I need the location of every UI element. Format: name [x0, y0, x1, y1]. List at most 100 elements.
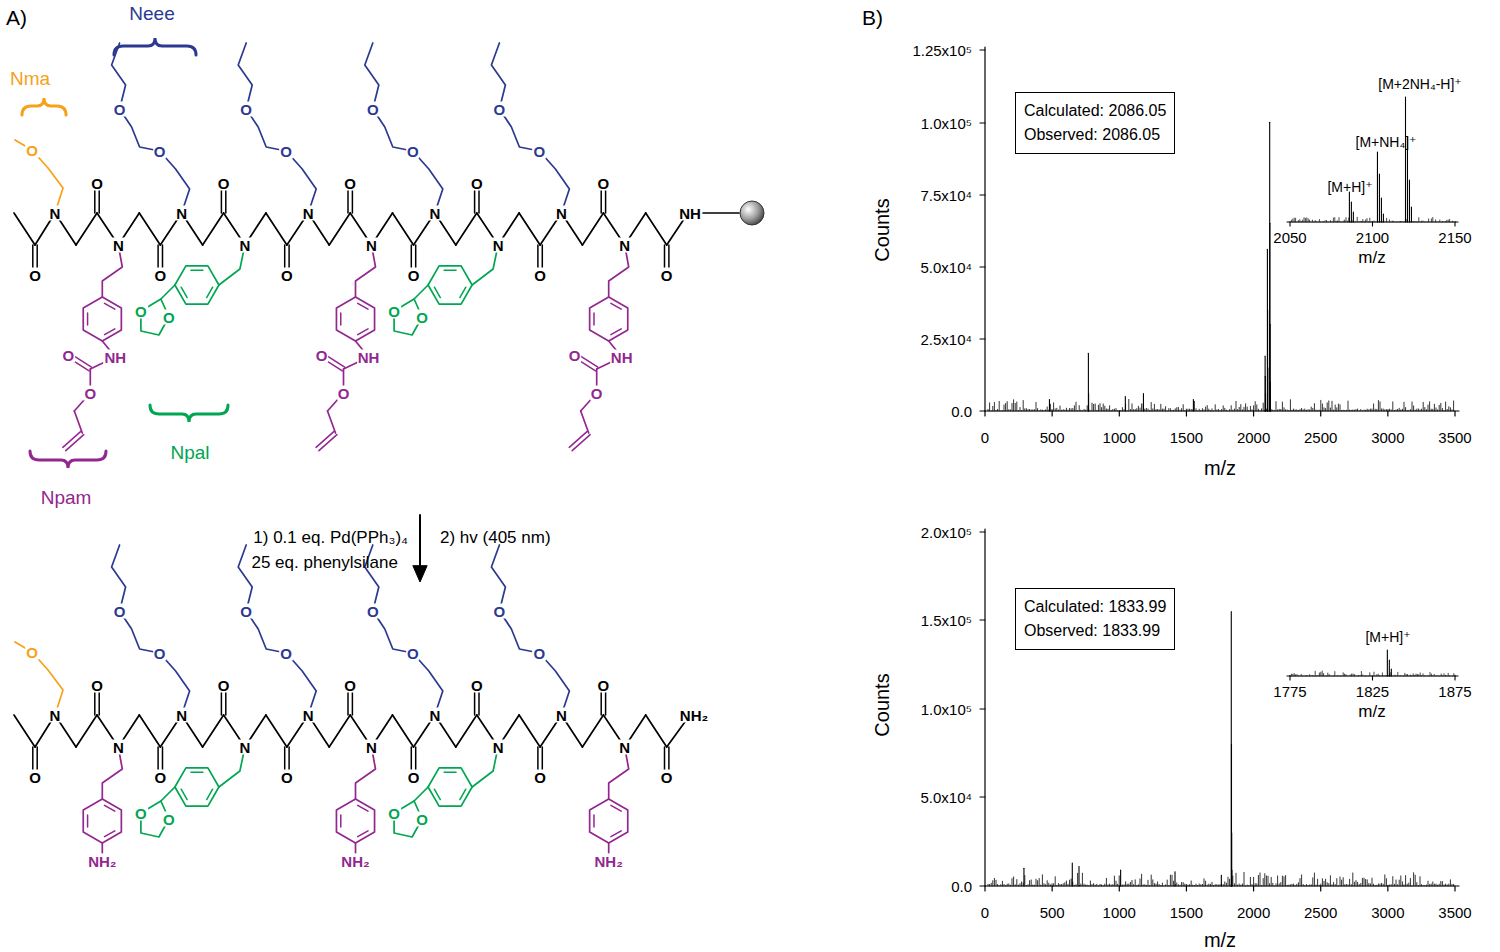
atom-label: NH — [357, 350, 381, 365]
spectrum-noise — [1421, 221, 1422, 223]
spectrum-noise — [1306, 675, 1307, 677]
axis-tick-label: 0 — [981, 905, 989, 920]
spectrum-peak — [1270, 324, 1271, 411]
atom-label: NH₂ — [594, 854, 624, 869]
spectrum-noise — [1311, 407, 1312, 411]
spectrum-noise — [1400, 410, 1401, 411]
spectrum-noise — [1136, 885, 1137, 887]
spectrum-noise — [1357, 217, 1358, 222]
tick-mark — [980, 796, 985, 797]
tick-mark — [1253, 411, 1254, 416]
spectrum-noise — [1445, 402, 1446, 411]
spectrum-noise — [1252, 884, 1253, 886]
atom-label: O — [134, 304, 148, 319]
spectrum-noise — [1218, 409, 1219, 411]
spectrum-noise — [1176, 408, 1177, 411]
tick-mark — [980, 708, 985, 709]
spectrum-noise — [1439, 220, 1440, 222]
spectrum-noise — [1428, 405, 1429, 411]
spectrum-noise — [1148, 409, 1149, 411]
bond-chain — [102, 245, 122, 297]
spectrum-noise — [1374, 672, 1375, 676]
spectrum-noise — [1037, 881, 1038, 886]
spectrum-noise — [1437, 885, 1438, 887]
atom-label: O — [597, 678, 611, 693]
spectrum-noise — [1204, 410, 1205, 411]
spectrum-peak — [1351, 202, 1352, 222]
spectrum-noise — [1332, 221, 1333, 222]
spectrum-noise — [1264, 874, 1265, 886]
spectrum-noise — [1224, 408, 1225, 411]
spectrum-noise — [1188, 409, 1189, 411]
spectrum-noise — [1402, 221, 1403, 222]
spectrum-noise — [1256, 884, 1257, 886]
aromatic-bond — [611, 329, 621, 335]
spectrum-noise — [1442, 408, 1443, 411]
spectrum-noise — [1280, 883, 1281, 886]
spectrum-noise — [1298, 675, 1299, 676]
spectrum-noise — [1152, 409, 1153, 411]
spectrum-noise — [1402, 675, 1403, 676]
atom-label: N — [175, 206, 188, 221]
aromatic-bond — [105, 329, 115, 335]
spectrum-noise — [1430, 221, 1431, 222]
tick-mark — [1052, 886, 1053, 891]
spectrum-peak — [1409, 180, 1410, 222]
spectrum-noise — [1313, 675, 1314, 676]
spectrum-noise — [1106, 878, 1107, 886]
spectrum-noise — [1232, 410, 1233, 412]
curly-brace — [22, 98, 66, 115]
spectrum-noise — [1149, 410, 1150, 412]
spectrum-noise — [1416, 221, 1417, 223]
atom-label: O — [590, 386, 604, 401]
spectrum-noise — [1157, 409, 1158, 411]
spectrum-noise — [1410, 878, 1411, 886]
spectrum-peak — [1381, 198, 1382, 222]
spectrum-peak — [1088, 353, 1089, 411]
spectrum-noise — [1090, 410, 1091, 411]
tick-mark — [1387, 411, 1388, 416]
spectrum-noise — [1215, 885, 1216, 886]
spectrum-noise — [1437, 410, 1438, 411]
bond-chain — [238, 43, 316, 213]
spectrum-noise — [1159, 885, 1160, 886]
spectrum-noise — [989, 884, 990, 886]
spectrum-noise — [1400, 876, 1401, 886]
spectrum-noise — [1445, 675, 1446, 677]
spectrum-noise — [1317, 410, 1318, 412]
spectrum-noise — [1216, 885, 1217, 886]
spectrum-noise — [1413, 221, 1414, 223]
atom-label: O — [153, 268, 167, 283]
spectrum-noise — [1389, 885, 1390, 886]
spectrum-noise — [1409, 675, 1410, 676]
spectrum-noise — [1309, 675, 1310, 676]
aromatic-bond — [87, 815, 89, 827]
atom-label: O — [113, 604, 127, 619]
spectrum-noise — [1096, 410, 1097, 412]
spectrum-noise — [1298, 410, 1299, 412]
spectrum-noise — [1216, 410, 1217, 412]
spectrum-noise — [1395, 221, 1396, 222]
spectrum-noise — [1338, 404, 1339, 411]
axis-tick-label: 2.5x10⁴ — [921, 332, 972, 347]
spectrum-noise — [1326, 220, 1327, 222]
spectrum-noise — [1240, 885, 1241, 887]
spectrum-noise — [1381, 409, 1382, 411]
spectrum-noise — [1141, 404, 1142, 411]
spectrum-noise — [1399, 408, 1400, 411]
spectrum-noise — [1329, 675, 1330, 676]
spectrum-noise — [1279, 884, 1280, 886]
spectrum-noise — [1449, 675, 1450, 676]
spectrum-noise — [1372, 221, 1373, 223]
spectrum-noise — [1344, 674, 1345, 676]
bond-line — [456, 213, 477, 245]
atom-label: N — [302, 206, 315, 221]
resin-link — [703, 212, 739, 214]
spectrum-peak — [1265, 376, 1266, 411]
spectrum-noise — [1367, 880, 1368, 886]
spectrum-noise — [1325, 675, 1326, 676]
spectrum-noise — [1205, 881, 1206, 886]
spectrum-noise — [1348, 675, 1349, 676]
aromatic-bond — [207, 287, 213, 297]
atom-label: O — [279, 646, 293, 661]
